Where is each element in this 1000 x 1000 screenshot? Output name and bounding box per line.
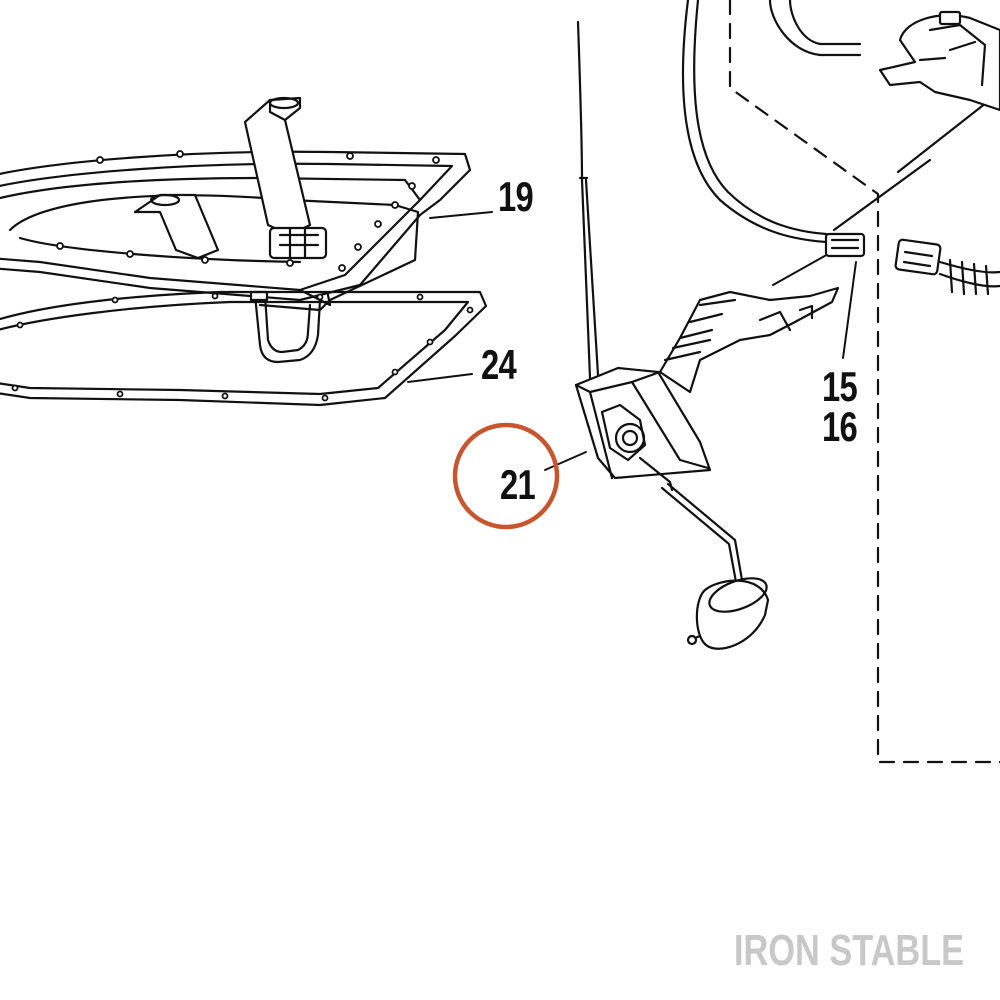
callout-19: 19 [498, 173, 534, 220]
callout-21: 21 [500, 461, 536, 508]
callout-24: 24 [481, 341, 517, 388]
leader-lines [407, 211, 857, 471]
gasket [0, 290, 488, 407]
wiring-harness [681, 0, 1000, 764]
tank-pan [0, 96, 472, 364]
highlight-circle [452, 422, 560, 530]
callout-16: 16 [822, 403, 858, 450]
brand-watermark: IRON STABLE [734, 926, 965, 975]
callout-15: 15 [822, 363, 858, 410]
fuel-level-sender [574, 20, 840, 650]
